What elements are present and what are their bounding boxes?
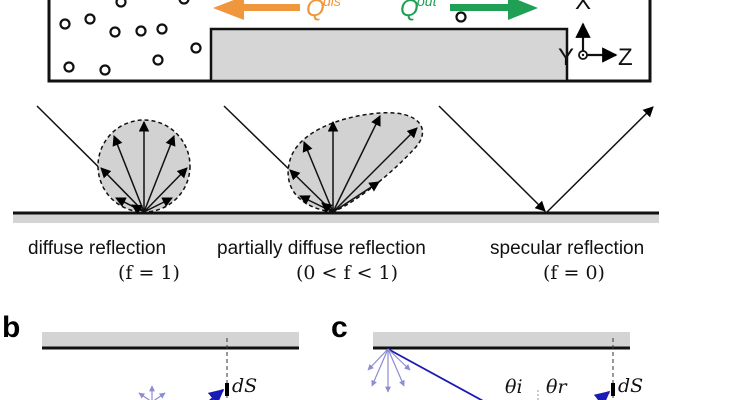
incident-ray: [438, 105, 546, 212]
q-out-symbol: Q: [400, 0, 419, 22]
q-dis-superscript: dis: [323, 0, 341, 9]
reflected-rays: [289, 115, 418, 214]
particle: [99, 64, 111, 76]
particle: [59, 18, 71, 30]
domain-box: Q dis Q out X Y Z: [47, 0, 652, 83]
arrow-right-icon: [508, 0, 538, 20]
partially-diffuse-reflection-condition: (0 < f < 1): [296, 262, 398, 284]
panel-b-wall: [42, 332, 299, 350]
reflected-ray: [546, 106, 654, 213]
q-out-arrow: [450, 0, 538, 20]
panel-b-emission-rays: [138, 385, 166, 400]
panel-c-reflected-arrow: [593, 391, 611, 400]
panel-label-b: b: [2, 311, 20, 344]
panel-c-ds-label: dS: [618, 375, 643, 397]
specular-reflection-condition: (f = 0): [543, 262, 605, 284]
coordinate-axes: X Y Z: [558, 0, 633, 71]
panel-b-incident-arrow: [207, 389, 225, 400]
specular-reflection-label: specular reflection: [490, 238, 644, 259]
particle: [135, 25, 147, 37]
particles: [59, 0, 467, 76]
panel-c-incident-ray: [387, 348, 484, 400]
particle: [178, 0, 190, 5]
diffuse-reflection-label: diffuse reflection: [28, 238, 166, 259]
particle: [63, 61, 75, 73]
partially-diffuse-reflection-label: partially diffuse reflection: [217, 238, 426, 259]
particle: [190, 42, 202, 54]
panel-c-wall: [373, 332, 630, 350]
reflected-rays: [100, 120, 188, 215]
particle: [84, 13, 96, 25]
partially-diffuse-lobe: [287, 112, 424, 213]
arrow-left-icon: [213, 0, 244, 20]
particle: [156, 23, 168, 35]
diffuse-reflection-condition: (f = 1): [118, 262, 180, 284]
q-dis-arrow: [213, 0, 300, 20]
panel-c-emission-rays: [367, 348, 411, 393]
partially-diffuse-reflection-diagram: [223, 105, 424, 214]
panel-label-c: c: [331, 311, 348, 344]
particle: [115, 0, 127, 8]
particle: [152, 54, 164, 66]
gray-block: [209, 27, 569, 83]
q-out-superscript: out: [417, 0, 438, 9]
angle-incident-label: θi: [505, 376, 523, 398]
axis-label-z: Z: [618, 44, 633, 71]
panel-b-ds-element: [225, 383, 229, 396]
panel-c-ds-element: [611, 383, 615, 396]
specular-reflection-diagram: [438, 105, 654, 213]
q-dis-symbol: Q: [306, 0, 325, 22]
angle-reflected-label: θr: [546, 376, 568, 398]
axis-label-y: Y: [558, 44, 574, 71]
reflection-surface: [13, 211, 659, 223]
diffuse-reflection-diagram: [36, 105, 191, 215]
particle: [455, 11, 467, 23]
panel-b-ds-label: dS: [232, 375, 257, 397]
particle: [109, 26, 121, 38]
axis-label-x: X: [575, 0, 591, 15]
